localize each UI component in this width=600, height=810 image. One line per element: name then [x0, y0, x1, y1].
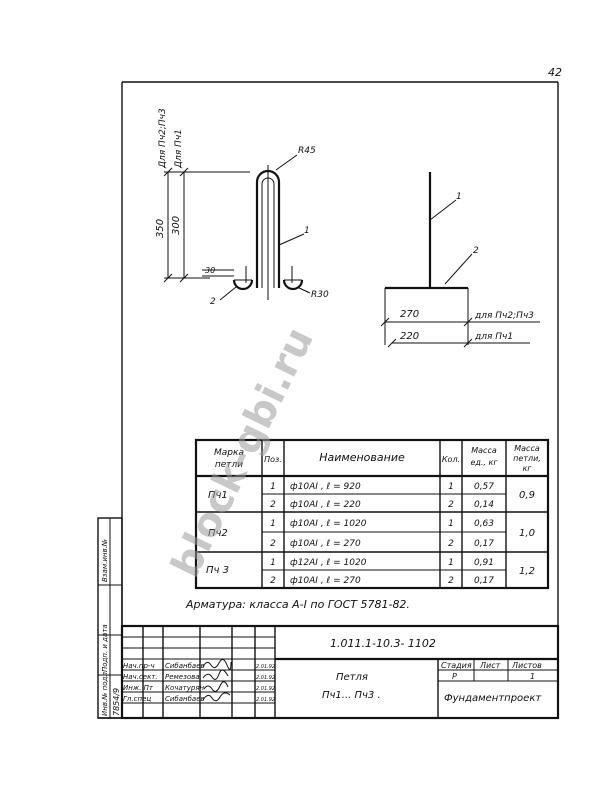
group-3-row-2-name: ф10АI , ℓ = 270: [290, 576, 361, 586]
group-3-row-2-pos: 2: [270, 576, 276, 586]
header-qty: Кол.: [442, 455, 460, 464]
sheets-label: Листов: [511, 661, 542, 670]
group-3-row-1-mass: 0,91: [474, 558, 494, 568]
group-2-row-1-mass: 0,63: [474, 519, 494, 529]
person-3-date: 2.01.92: [256, 686, 275, 692]
person-4-date: 2.01.92: [256, 697, 275, 703]
specification-table: Марка петли Поз. Наименование Кол. Масса…: [194, 438, 550, 590]
side-inv-orig-label: Инв.№ подл.: [101, 670, 109, 716]
title-line-2: Пч1... Пч3 .: [322, 690, 381, 701]
sheet-label: Лист: [479, 661, 501, 670]
note-270: для Пч2;Пч3: [474, 311, 534, 321]
person-1-role: Нач.пр-ч: [123, 662, 155, 670]
group-3-mark: Пч 3: [206, 565, 229, 576]
person-4-role: Гл.спец: [123, 695, 151, 703]
side-position-2-label: 2: [473, 246, 479, 256]
header-mark: Марка: [214, 448, 244, 458]
group-2-mark: Пч2: [208, 528, 228, 539]
group-2-row-1-qty: 1: [448, 519, 454, 529]
group-3-row-1-pos: 1: [270, 558, 276, 568]
group-2-row-2-mass: 0,17: [474, 539, 494, 549]
group-1-row-2-mass: 0,14: [474, 500, 494, 510]
group-1-row-2-name: ф10АI , ℓ = 220: [290, 500, 361, 510]
person-3-role: Инж. Пт: [123, 684, 154, 692]
sheets-value: 1: [530, 672, 535, 681]
loop-side-view-drawing: 1 2 270 для Пч2;Пч3 220 для Пч1: [380, 172, 540, 348]
header-mass-unit: Масса: [471, 446, 497, 455]
position-2-label: 2: [210, 297, 216, 307]
group-1-mark: Пч1: [208, 490, 228, 501]
person-1-name: Сибанбаев: [165, 662, 205, 670]
header-mass-loop-line3: кг: [522, 464, 532, 473]
header-mass-unit-line2: ед., кг: [470, 458, 498, 467]
side-position-1-label: 1: [456, 192, 462, 202]
person-1-date: 2.01.92: [256, 664, 275, 670]
group-2-row-2-name: ф10АI , ℓ = 270: [290, 539, 361, 549]
page-number: 42: [548, 66, 562, 79]
group-1-row-1-pos: 1: [270, 482, 276, 492]
header-name: Наименование: [319, 451, 405, 464]
group-2-row-2-pos: 2: [270, 539, 276, 549]
header-mass-loop: Масса: [514, 444, 540, 453]
reinforcement-note: Арматура: класса А-I по ГОСТ 5781-82.: [185, 598, 410, 611]
side-inv-number: 7854/9: [112, 688, 121, 716]
radius-30-label: R30: [311, 290, 329, 300]
side-replace-label: Взам.инв.№: [101, 539, 109, 582]
stage-value: Р: [452, 672, 457, 681]
group-2-loop-mass: 1,0: [519, 528, 535, 539]
group-2-row-1-name: ф10АI , ℓ = 1020: [290, 519, 367, 529]
person-4-name: Сибанбаев: [165, 695, 205, 703]
side-sign-date-label: Подп. и дата: [101, 624, 109, 672]
person-2-date: 2.01.92: [256, 675, 275, 681]
group-1-row-1-qty: 1: [448, 482, 454, 492]
group-1-row-1-mass: 0,57: [474, 482, 494, 492]
document-code: 1.011.1-10.3- 1102: [330, 637, 436, 650]
group-1-row-1-name: ф10АI , ℓ = 920: [290, 482, 361, 492]
label-for-pch2-pch3: Для Пч2;Пч3: [158, 108, 168, 169]
person-2-role: Нач.сект.: [123, 673, 158, 681]
group-2-row-1-pos: 1: [270, 519, 276, 529]
position-1-label: 1: [304, 226, 310, 236]
group-3-row-1-qty: 1: [448, 558, 454, 568]
sheet-frame: [98, 81, 559, 719]
dim-300: 300: [171, 216, 182, 235]
group-1-row-2-pos: 2: [270, 500, 276, 510]
note-220: для Пч1: [474, 332, 513, 342]
group-1-row-2-qty: 2: [448, 500, 454, 510]
dim-220: 220: [400, 331, 419, 342]
group-1-loop-mass: 0,9: [519, 490, 535, 501]
loop-elevation-drawing: Для Пч2;Пч3 Для Пч1 350 300 30 R45 1: [155, 108, 329, 307]
title-block: 1.011.1-10.3- 1102 Петля Пч1... Пч3 . Ст…: [120, 624, 560, 720]
radius-45-label: R45: [298, 146, 316, 156]
group-3-loop-mass: 1,2: [519, 566, 535, 577]
group-3-row-2-mass: 0,17: [474, 576, 494, 586]
side-stamp: Взам.инв.№ Подп. и дата Инв.№ подл. 7854…: [97, 517, 123, 719]
person-3-name: Кочатурян: [165, 684, 205, 692]
group-2-row-2-qty: 2: [448, 539, 454, 549]
header-mark-line2: петли: [215, 460, 243, 470]
dim-350: 350: [155, 219, 166, 238]
header-pos: Поз.: [264, 455, 282, 464]
dim-270: 270: [400, 309, 419, 320]
stage-label: Стадия: [441, 661, 472, 670]
person-2-name: Ремезова: [165, 673, 200, 681]
signatures: [202, 659, 232, 702]
group-3-row-1-name: ф12АI , ℓ = 1020: [290, 558, 367, 568]
header-mass-loop-line2: петли,: [513, 454, 541, 463]
organization-name: Фундаментпроект: [444, 693, 542, 704]
title-line-1: Петля: [336, 672, 368, 683]
label-for-pch1: Для Пч1: [174, 129, 184, 169]
group-3-row-2-qty: 2: [448, 576, 454, 586]
